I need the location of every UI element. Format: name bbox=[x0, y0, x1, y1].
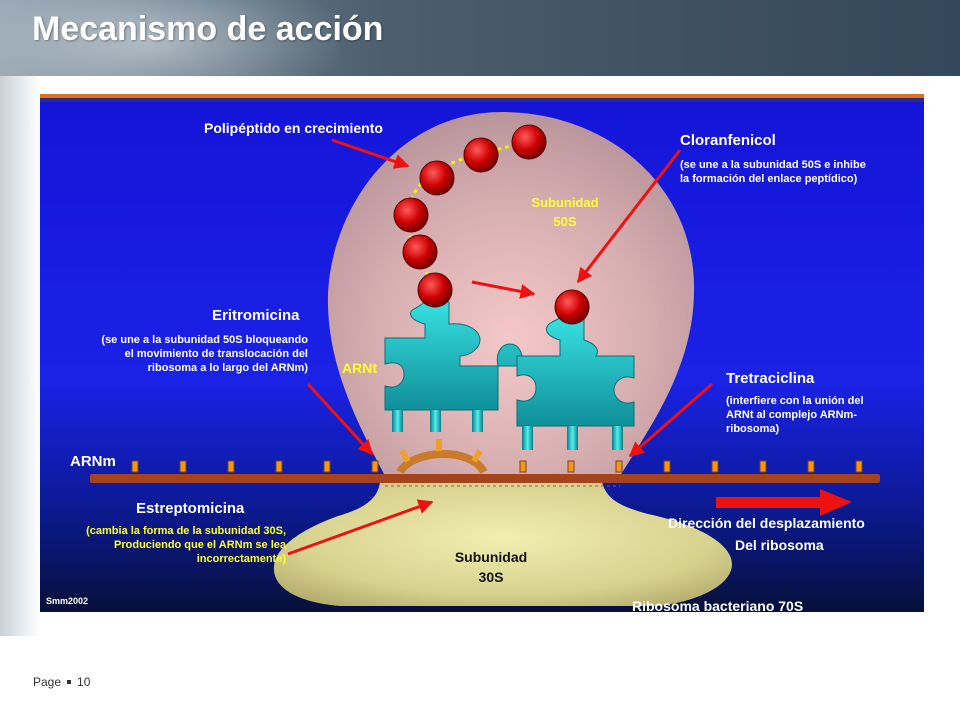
label-credit: Smm2002 bbox=[46, 596, 88, 606]
label-arnm: ARNm bbox=[70, 453, 116, 470]
trna-right bbox=[516, 317, 635, 450]
label-caption: Ribosoma bacteriano 70S bbox=[632, 598, 803, 612]
label-estreptomicina-desc-3: incorrectamente) bbox=[197, 553, 287, 565]
direction-arrow bbox=[716, 489, 852, 516]
subunit-50s-shape bbox=[327, 112, 695, 476]
subunit-30s-shape bbox=[273, 482, 732, 606]
footer-bullet bbox=[67, 679, 72, 684]
label-polipeptido: Polipéptido en crecimiento bbox=[204, 120, 383, 136]
label-subunidad-30s-1: Subunidad bbox=[455, 549, 527, 565]
footer-page-label: Page bbox=[33, 675, 62, 689]
label-tetraciclina-desc-1: (interfiere con la unión del bbox=[726, 395, 864, 407]
mrna-strand bbox=[90, 474, 880, 483]
mrna-codon-marks bbox=[131, 460, 863, 473]
label-tetraciclina-desc-2: ARNt al complejo ARNm- bbox=[726, 409, 857, 421]
slide-header: Mecanismo de acción bbox=[0, 0, 960, 76]
binding-arch bbox=[396, 450, 488, 475]
label-eritromicina-desc-1: (se une a la subunidad 50S bloqueando bbox=[101, 334, 308, 346]
label-eritromicina: Eritromicina bbox=[212, 307, 300, 324]
annotation-arrows bbox=[287, 138, 713, 556]
left-decoration bbox=[0, 76, 40, 636]
page-footer: Page 10 bbox=[33, 675, 90, 689]
label-eritromicina-desc-3: ribosoma a lo largo del ARNm) bbox=[148, 362, 309, 374]
label-subunidad-30s-2: 30S bbox=[479, 569, 504, 585]
slide-title: Mecanismo de acción bbox=[32, 10, 384, 48]
label-estreptomicina-desc-2: Produciendo que el ARNm se lea bbox=[114, 539, 287, 551]
label-cloranfenicol: Cloranfenicol bbox=[680, 132, 776, 149]
label-subunidad-50s-1: Subunidad bbox=[531, 195, 598, 210]
label-eritromicina-desc-2: el movimiento de translocación del bbox=[125, 348, 308, 360]
label-direccion-1: Dirección del desplazamiento bbox=[668, 515, 865, 531]
label-estreptomicina: Estreptomicina bbox=[136, 500, 245, 517]
label-tetraciclina-desc-3: ribosoma) bbox=[726, 423, 780, 435]
label-arnt: ARNt bbox=[342, 360, 377, 376]
polypeptide-beads bbox=[393, 124, 590, 325]
label-subunidad-50s-2: 50S bbox=[553, 214, 576, 229]
label-cloranfenicol-desc-2: la formación del enlace peptídico) bbox=[680, 173, 858, 185]
footer-page-number: 10 bbox=[77, 675, 91, 689]
label-cloranfenicol-desc-1: (se une a la subunidad 50S e inhibe bbox=[680, 159, 866, 171]
top-border bbox=[40, 94, 924, 98]
label-direccion-2: Del ribosoma bbox=[735, 537, 824, 553]
ribosome-diagram-svg: Polipéptido en crecimiento Cloranfenicol… bbox=[40, 94, 924, 612]
ribosome-diagram: Polipéptido en crecimiento Cloranfenicol… bbox=[40, 94, 924, 612]
label-tetraciclina: Tretraciclina bbox=[726, 370, 815, 387]
label-estreptomicina-desc-1: (cambia la forma de la subunidad 30S, bbox=[86, 525, 286, 537]
